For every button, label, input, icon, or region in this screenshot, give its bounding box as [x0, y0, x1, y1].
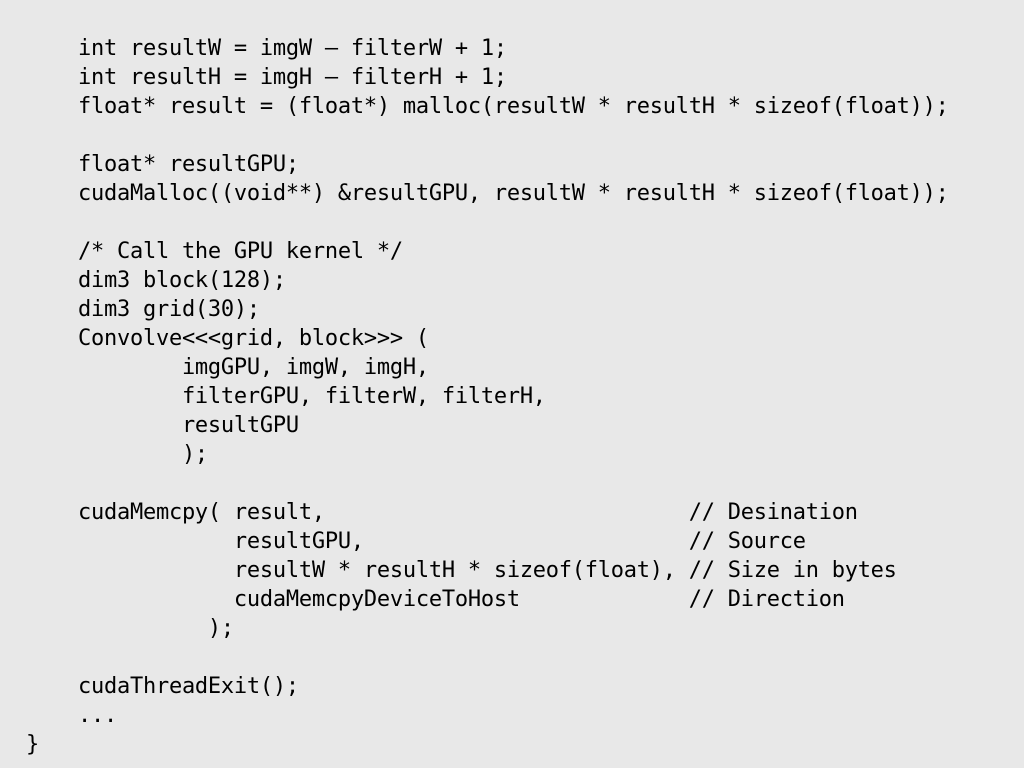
code-line-9: dim3 block(128);: [26, 268, 286, 293]
code-line-2: int resultH = imgH – filterH + 1;: [26, 65, 507, 90]
code-line-5: float* resultGPU;: [26, 152, 299, 177]
code-line-12: imgGPU, imgW, imgH,: [26, 355, 429, 380]
code-line-15: );: [26, 442, 208, 467]
code-line-17: cudaMemcpy( result, // Desination: [26, 500, 858, 525]
code-line-24: ...: [26, 703, 117, 728]
code-line-7: [26, 208, 1016, 237]
code-line-4: [26, 121, 1016, 150]
code-line-13: filterGPU, filterW, filterH,: [26, 384, 546, 409]
code-line-20: cudaMemcpyDeviceToHost // Direction: [26, 587, 845, 612]
code-line-3: float* result = (float*) malloc(resultW …: [26, 94, 949, 119]
code-line-23: cudaThreadExit();: [26, 674, 299, 699]
code-line-1: int resultW = imgW – filterW + 1;: [26, 36, 507, 61]
code-line-18: resultGPU, // Source: [26, 529, 806, 554]
code-block: int resultW = imgW – filterW + 1; int re…: [26, 34, 1016, 759]
code-line-21: );: [26, 616, 234, 641]
code-line-11: Convolve<<<grid, block>>> (: [26, 326, 429, 351]
code-line-6: cudaMalloc((void**) &resultGPU, resultW …: [26, 181, 949, 206]
code-line-14: resultGPU: [26, 413, 299, 438]
code-line-22: [26, 643, 1016, 672]
code-line-8: /* Call the GPU kernel */: [26, 239, 403, 264]
code-line-10: dim3 grid(30);: [26, 297, 260, 322]
code-line-16: [26, 469, 1016, 498]
code-line-19: resultW * resultH * sizeof(float), // Si…: [26, 558, 897, 583]
code-line-25: }: [26, 732, 39, 757]
